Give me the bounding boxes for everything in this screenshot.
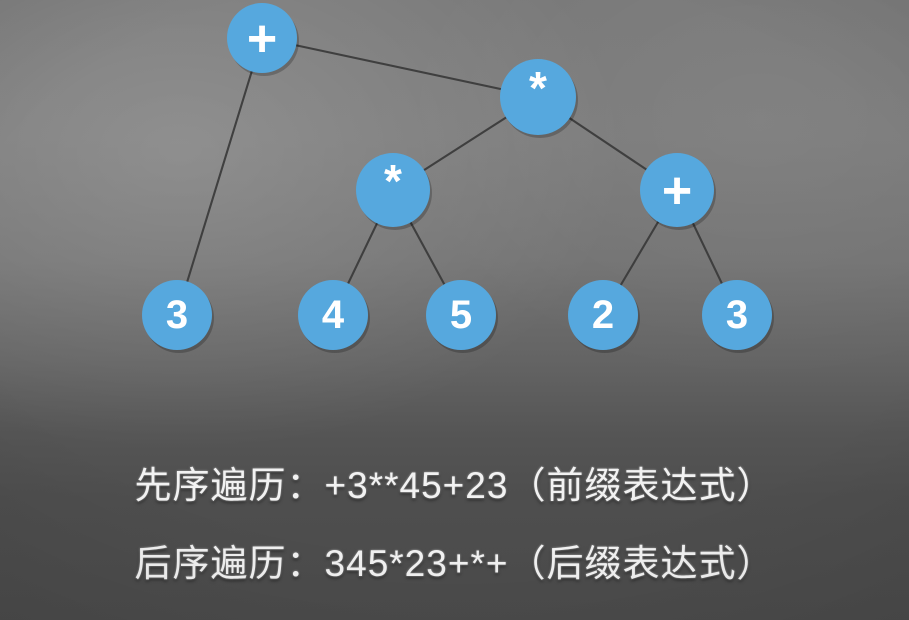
tree-node-label: 2	[592, 293, 614, 337]
tree-node-circle[interactable]	[568, 280, 638, 350]
tree-node-circle[interactable]	[702, 280, 772, 350]
tree-node-leaf-5[interactable]: 5	[426, 280, 498, 353]
tree-node-label: *	[384, 155, 402, 207]
tree-edge	[260, 36, 540, 99]
tree-node-root[interactable]: +	[227, 3, 299, 76]
tree-node-mul-inner[interactable]: *	[356, 153, 432, 230]
tree-node-label: *	[529, 62, 547, 114]
tree-node-circle[interactable]	[227, 3, 297, 73]
tree-node-leaf-3a[interactable]: 3	[142, 280, 214, 353]
tree-node-label: 5	[450, 293, 472, 337]
tree-node-circle[interactable]	[298, 280, 368, 350]
tree-node-circle[interactable]	[142, 280, 212, 350]
tree-node-leaf-2[interactable]: 2	[568, 280, 640, 353]
tree-node-circle[interactable]	[356, 153, 430, 227]
preorder-traversal-caption: 先序遍历：+3**45+23（前缀表达式）	[134, 465, 775, 506]
tree-node-circle[interactable]	[426, 280, 496, 350]
tree-node-leaf-4[interactable]: 4	[298, 280, 370, 353]
caption-block: 先序遍历：+3**45+23（前缀表达式） 后序遍历：345*23+*+（后缀表…	[0, 455, 909, 587]
tree-edge	[175, 36, 264, 317]
tree-node-circle[interactable]	[500, 59, 576, 135]
tree-node-label: +	[662, 162, 692, 220]
tree-node-leaf-3b[interactable]: 3	[702, 280, 774, 353]
tree-node-mul-top[interactable]: *	[500, 59, 578, 138]
tree-node-layer: +3 * * +4 5 2 3	[142, 3, 774, 353]
tree-node-circle[interactable]	[640, 153, 714, 227]
tree-node-label: 3	[166, 293, 188, 337]
postorder-traversal-caption: 后序遍历：345*23+*+（后缀表达式）	[134, 543, 775, 584]
tree-node-label: 3	[726, 293, 748, 337]
expression-tree-diagram: +3 * * +4 5 2 3	[142, 3, 774, 353]
tree-node-label: 4	[322, 293, 345, 337]
tree-node-plus-right[interactable]: +	[640, 153, 716, 230]
tree-node-label: +	[247, 10, 277, 68]
